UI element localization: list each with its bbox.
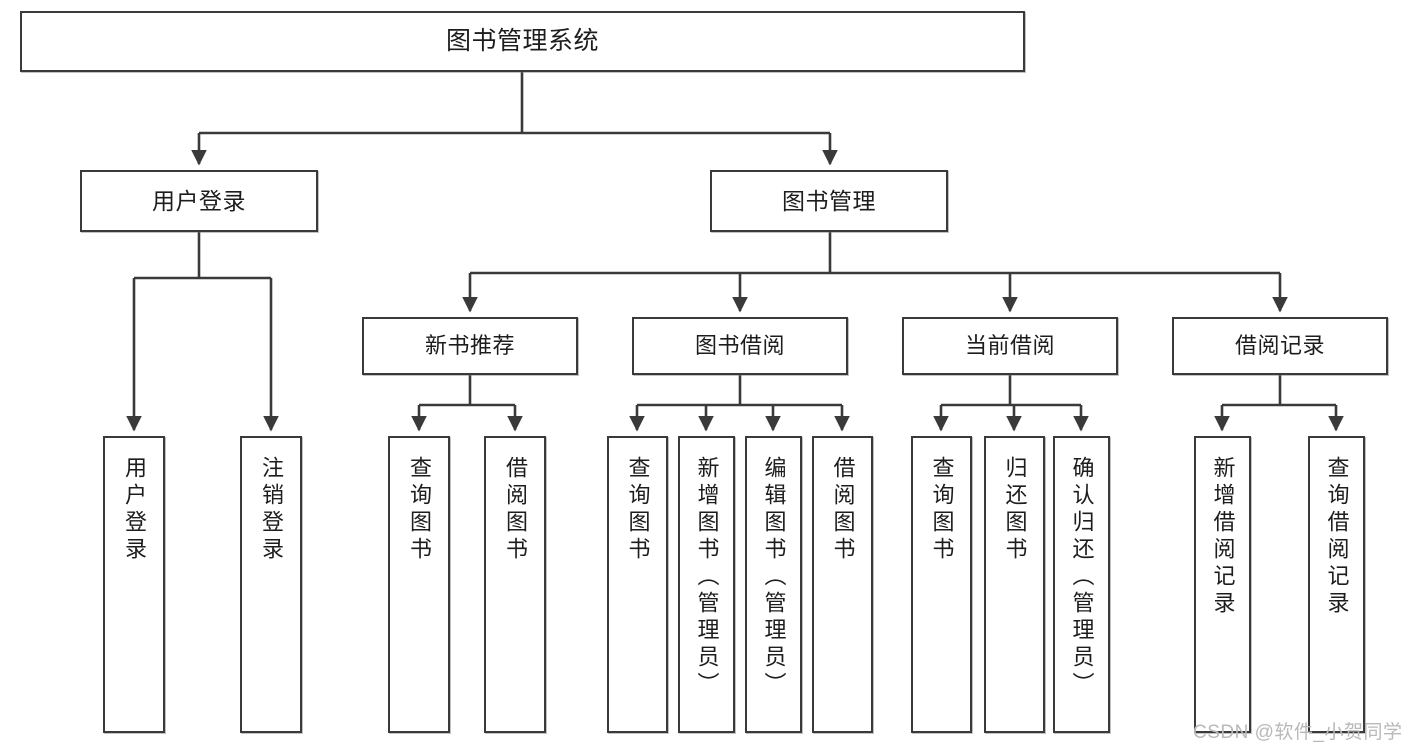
leaf-query-book-current-label: 查询图书 <box>929 456 955 564</box>
leaf-borrow-book-rec-label: 借阅图书 <box>503 456 528 564</box>
node-borrow-record-label: 借阅记录 <box>1234 333 1325 359</box>
node-root-label: 图书管理系统 <box>445 26 599 55</box>
leaf-return-book[interactable]: 归还图书 <box>984 436 1045 733</box>
node-book-borrow-label: 图书借阅 <box>694 333 785 359</box>
node-current-borrow[interactable]: 当前借阅 <box>902 317 1118 375</box>
leaf-borrow-book-borrow[interactable]: 借阅图书 <box>812 436 873 733</box>
leaf-edit-book-admin-label: 编辑图书（管理员） <box>761 456 787 699</box>
leaf-logout-login[interactable]: 注销登录 <box>240 436 302 733</box>
leaf-confirm-return-admin-label: 确认归还（管理员） <box>1069 456 1095 699</box>
csdn-watermark: CSDN @软件_小贺同学 <box>1193 722 1403 743</box>
node-user-login-label: 用户登录 <box>152 187 246 214</box>
leaf-user-login[interactable]: 用户登录 <box>103 436 165 733</box>
leaf-user-login-label: 用户登录 <box>122 456 147 564</box>
leaf-add-book-admin-label: 新增图书（管理员） <box>694 456 720 699</box>
leaf-query-book-borrow[interactable]: 查询图书 <box>607 436 668 733</box>
leaf-query-borrow-record-label: 查询借阅记录 <box>1324 456 1350 618</box>
leaf-query-book-borrow-label: 查询图书 <box>625 456 651 564</box>
leaf-edit-book-admin[interactable]: 编辑图书（管理员） <box>745 436 802 733</box>
leaf-borrow-book-rec[interactable]: 借阅图书 <box>484 436 546 733</box>
leaf-return-book-label: 归还图书 <box>1002 456 1028 564</box>
node-book-borrow[interactable]: 图书借阅 <box>632 317 848 375</box>
leaf-confirm-return-admin[interactable]: 确认归还（管理员） <box>1053 436 1110 733</box>
node-current-borrow-label: 当前借阅 <box>964 333 1055 359</box>
leaf-add-book-admin[interactable]: 新增图书（管理员） <box>678 436 735 733</box>
node-borrow-record[interactable]: 借阅记录 <box>1172 317 1388 375</box>
leaf-add-borrow-record-label: 新增借阅记录 <box>1210 456 1236 618</box>
leaf-query-borrow-record[interactable]: 查询借阅记录 <box>1308 436 1365 733</box>
leaf-add-borrow-record[interactable]: 新增借阅记录 <box>1194 436 1251 733</box>
leaf-query-book-rec-label: 查询图书 <box>407 456 432 564</box>
node-new-book-recommend-label: 新书推荐 <box>424 333 515 359</box>
node-book-manage-label: 图书管理 <box>782 187 876 214</box>
node-root[interactable]: 图书管理系统 <box>20 11 1025 72</box>
leaf-borrow-book-borrow-label: 借阅图书 <box>830 456 856 564</box>
node-new-book-recommend[interactable]: 新书推荐 <box>362 317 578 375</box>
leaf-logout-login-label: 注销登录 <box>259 456 284 564</box>
node-user-login[interactable]: 用户登录 <box>80 170 318 232</box>
leaf-query-book-current[interactable]: 查询图书 <box>911 436 972 733</box>
leaf-query-book-rec[interactable]: 查询图书 <box>388 436 450 733</box>
node-book-manage[interactable]: 图书管理 <box>710 170 948 232</box>
